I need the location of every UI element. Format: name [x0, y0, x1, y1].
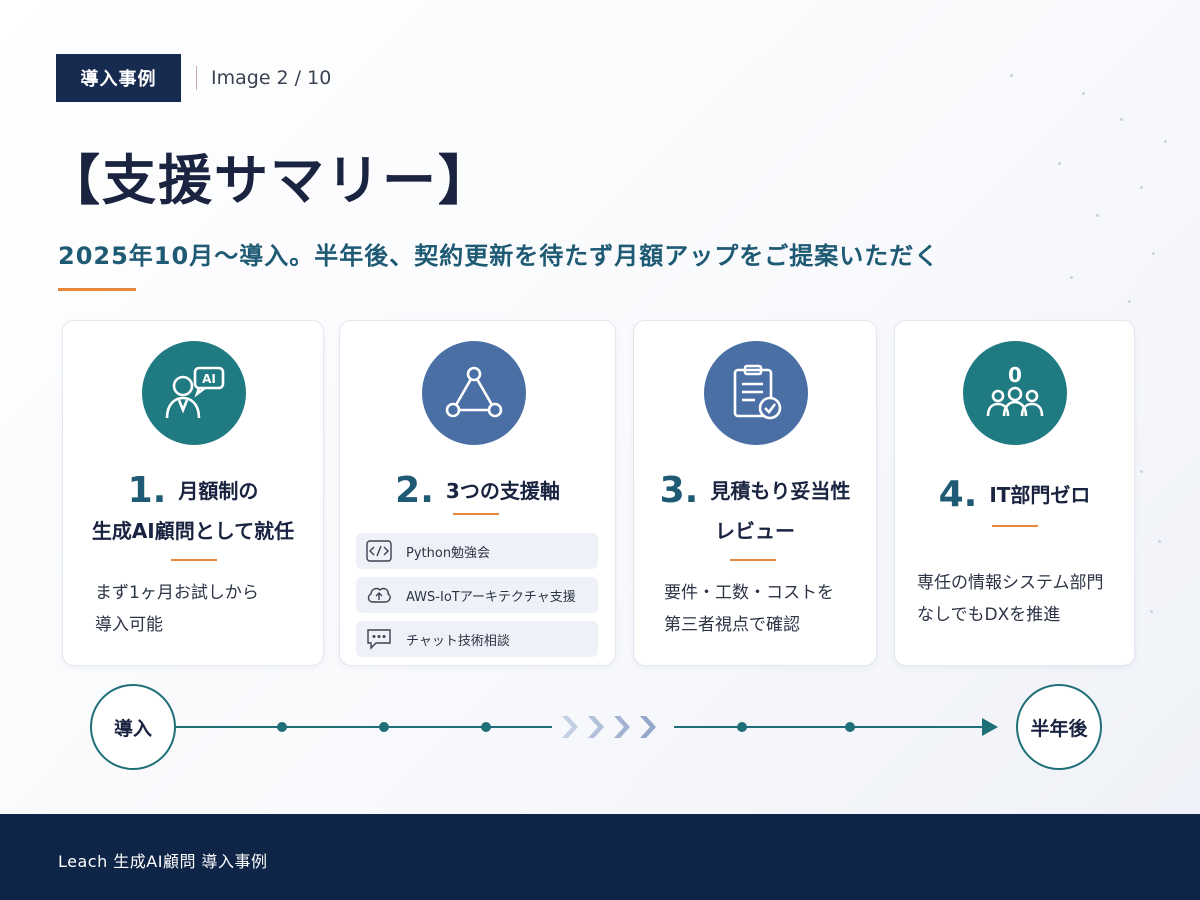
- timeline-arrowhead: [982, 718, 998, 736]
- subtitle-underline: [58, 288, 136, 291]
- card-desc-line1: 専任の情報システム部門: [917, 573, 1104, 593]
- card-heading-line2: レビュー: [715, 519, 795, 543]
- pill-python-study: Python勉強会: [356, 533, 598, 569]
- header-separator: [196, 66, 197, 90]
- pill-label: AWS-IoTアーキテクチャ支援: [406, 589, 576, 605]
- card-rule: [730, 559, 776, 561]
- page-title: 【支援サマリー】: [46, 149, 494, 212]
- footer-text: Leach 生成AI顧問 導入事例: [58, 852, 268, 871]
- timeline: 導入 半年後: [0, 680, 1200, 770]
- pill-chat-consult: チャット技術相談: [356, 621, 598, 657]
- card-desc-line2: 導入可能: [95, 615, 163, 635]
- timeline-dot: [481, 722, 491, 732]
- svg-text:AI: AI: [202, 372, 216, 386]
- card-description: 要件・工数・コストを 第三者視点で確認: [664, 577, 834, 641]
- timeline-dot: [845, 722, 855, 732]
- card-heading: 1. 月額制の: [63, 473, 323, 509]
- card-heading: 4. IT部門ゼロ: [895, 477, 1134, 513]
- ai-consultant-icon: AI: [142, 341, 246, 445]
- pill-label: Python勉強会: [406, 545, 491, 561]
- page-indicator: Image 2 / 10: [211, 67, 332, 89]
- card-desc-line1: まず1ヶ月お試しから: [95, 583, 259, 603]
- card-estimate-review: 3. 見積もり妥当性 レビュー 要件・工数・コストを 第三者視点で確認: [633, 320, 877, 666]
- card-heading-line1: 3つの支援軸: [445, 479, 560, 503]
- clipboard-check-icon: [704, 341, 808, 445]
- timeline-line-left: [176, 726, 552, 728]
- card-no-it-department: 0 4. IT部門ゼロ 専任の情報システム部門 なしでもDXを推進: [894, 320, 1135, 666]
- card-rule: [171, 559, 217, 561]
- timeline-start: 導入: [90, 684, 176, 770]
- card-heading: 3. 見積もり妥当性: [634, 473, 876, 509]
- pill-aws-iot: AWS-IoTアーキテクチャ支援: [356, 577, 598, 613]
- card-description: まず1ヶ月お試しから 導入可能: [95, 577, 259, 641]
- card-number: 3.: [659, 470, 699, 511]
- timeline-dot: [737, 722, 747, 732]
- card-desc-line1: 要件・工数・コストを: [664, 583, 834, 603]
- category-tag: 導入事例: [56, 54, 181, 102]
- svg-text:0: 0: [1008, 363, 1022, 387]
- chevrons-icon: [562, 716, 656, 738]
- card-number: 2.: [395, 470, 434, 511]
- footer: Leach 生成AI顧問 導入事例: [0, 814, 1200, 900]
- network-icon: [422, 341, 526, 445]
- card-support-axes: 2. 3つの支援軸 Python勉強会 AWS-IoTアーキテクチャ支援 チャット…: [339, 320, 616, 666]
- chat-icon: [367, 629, 391, 650]
- timeline-dot: [379, 722, 389, 732]
- card-rule: [453, 513, 499, 515]
- header-row: 導入事例 Image 2 / 10: [56, 54, 331, 102]
- pill-label: チャット技術相談: [406, 633, 510, 649]
- card-desc-line2: なしでもDXを推進: [917, 605, 1061, 625]
- card-number: 1.: [127, 470, 167, 511]
- code-icon: [366, 540, 392, 562]
- team-zero-icon: 0: [963, 341, 1067, 445]
- card-number: 4.: [938, 474, 978, 515]
- page-subtitle: 2025年10月～導入。半年後、契約更新を待たず月額アップをご提案いただく: [58, 242, 940, 270]
- card-ai-consultant: AI 1. 月額制の 生成AI顧問として就任 まず1ヶ月お試しから 導入可能: [62, 320, 324, 666]
- card-rule: [992, 525, 1038, 527]
- timeline-end: 半年後: [1016, 684, 1102, 770]
- card-description: 専任の情報システム部門 なしでもDXを推進: [917, 567, 1104, 631]
- card-heading-line2: 生成AI顧問として就任: [91, 519, 295, 543]
- timeline-dot: [277, 722, 287, 732]
- cloud-upload-icon: [367, 587, 391, 603]
- card-heading-line1: 月額制の: [178, 479, 259, 503]
- card-heading: 2. 3つの支援軸: [340, 473, 615, 509]
- card-heading-line1: 見積もり妥当性: [710, 479, 851, 503]
- timeline-line-right: [674, 726, 986, 728]
- card-heading-line1: IT部門ゼロ: [989, 483, 1091, 507]
- card-desc-line2: 第三者視点で確認: [664, 615, 800, 635]
